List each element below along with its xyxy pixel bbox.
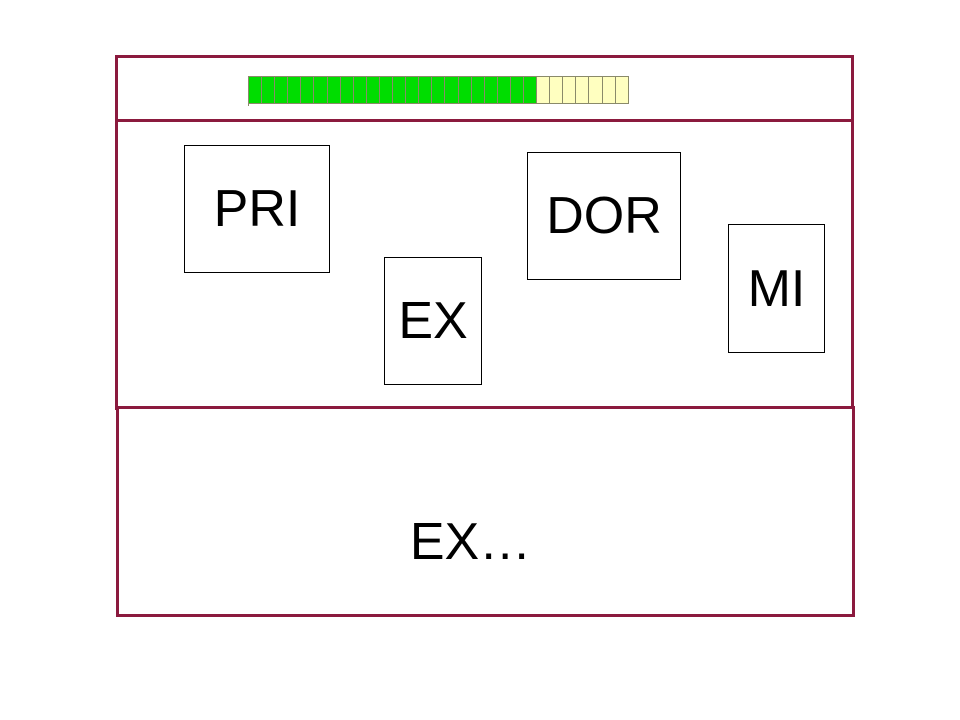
progress-segment-complete [314,76,328,104]
progress-segment-complete [419,76,433,104]
progress-segment-complete [458,76,472,104]
syllable-label: DOR [546,187,662,245]
progress-segment-complete [301,76,315,104]
syllable-label: EX [398,292,468,350]
syllable-label: PRI [213,180,301,238]
progress-segment-complete [523,76,538,104]
progress-segment-complete [249,76,263,104]
progress-segment-complete [497,76,511,104]
progress-segment-complete [471,76,485,104]
progress-segment-remaining [563,76,577,104]
syllable-card-mi[interactable]: MI [728,224,825,353]
progress-segment-complete [379,76,394,104]
progress-segment-remaining [615,76,629,104]
progress-bar [248,76,629,106]
progress-segment-complete [262,76,276,104]
progress-segment-complete [340,76,354,104]
progress-segment-complete [484,76,498,104]
progress-segment-complete [275,76,289,104]
progress-segment-complete [406,76,420,104]
progress-segment-remaining [602,76,616,104]
progress-segment-remaining [550,76,564,104]
syllable-label: MI [747,259,806,318]
progress-segment-complete [327,76,341,104]
answer-panel [116,406,855,617]
progress-segment-remaining [589,76,603,104]
answer-text: EX… [409,513,532,571]
progress-segment-complete [366,76,380,104]
progress-segment-complete [445,76,459,104]
progress-segment-complete [353,76,367,104]
progress-segment-remaining [537,76,551,104]
syllable-card-ex[interactable]: EX [384,257,482,385]
progress-segment-complete [288,76,302,104]
progress-segment-complete [510,76,524,104]
syllable-card-dor[interactable]: DOR [527,152,681,280]
progress-segment-complete [432,76,446,104]
syllable-card-pri[interactable]: PRI [184,145,330,273]
progress-segment-remaining [576,76,590,104]
progress-segment-complete [393,76,407,104]
